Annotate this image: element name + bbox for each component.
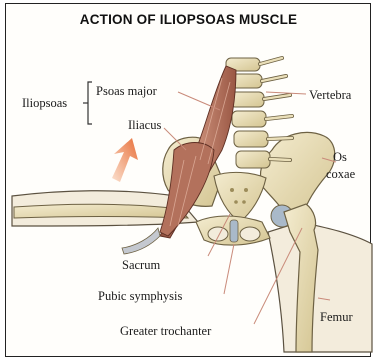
label-vertebra: Vertebra xyxy=(309,88,351,102)
label-iliacus: Iliacus xyxy=(128,118,161,132)
label-os-coxae-line2: coxae xyxy=(326,167,355,181)
label-greater-trochanter: Greater trochanter xyxy=(120,324,211,338)
leader-pubic xyxy=(224,244,234,294)
label-psoas-major: Psoas major xyxy=(96,84,157,98)
label-os-coxae-line1: Os xyxy=(333,150,347,164)
right-leg xyxy=(268,222,372,352)
iliopsoas-tendon xyxy=(122,228,160,254)
flexion-arrow xyxy=(112,138,138,182)
label-femur: Femur xyxy=(320,310,353,324)
sacrum-bone xyxy=(214,172,266,222)
figure-title: ACTION OF ILIOPSOAS MUSCLE xyxy=(0,12,377,27)
label-sacrum: Sacrum xyxy=(122,258,160,272)
label-pubic-symphysis: Pubic symphysis xyxy=(98,289,182,303)
label-iliopsoas: Iliopsoas xyxy=(22,96,67,110)
iliopsoas-bracket xyxy=(88,82,92,124)
